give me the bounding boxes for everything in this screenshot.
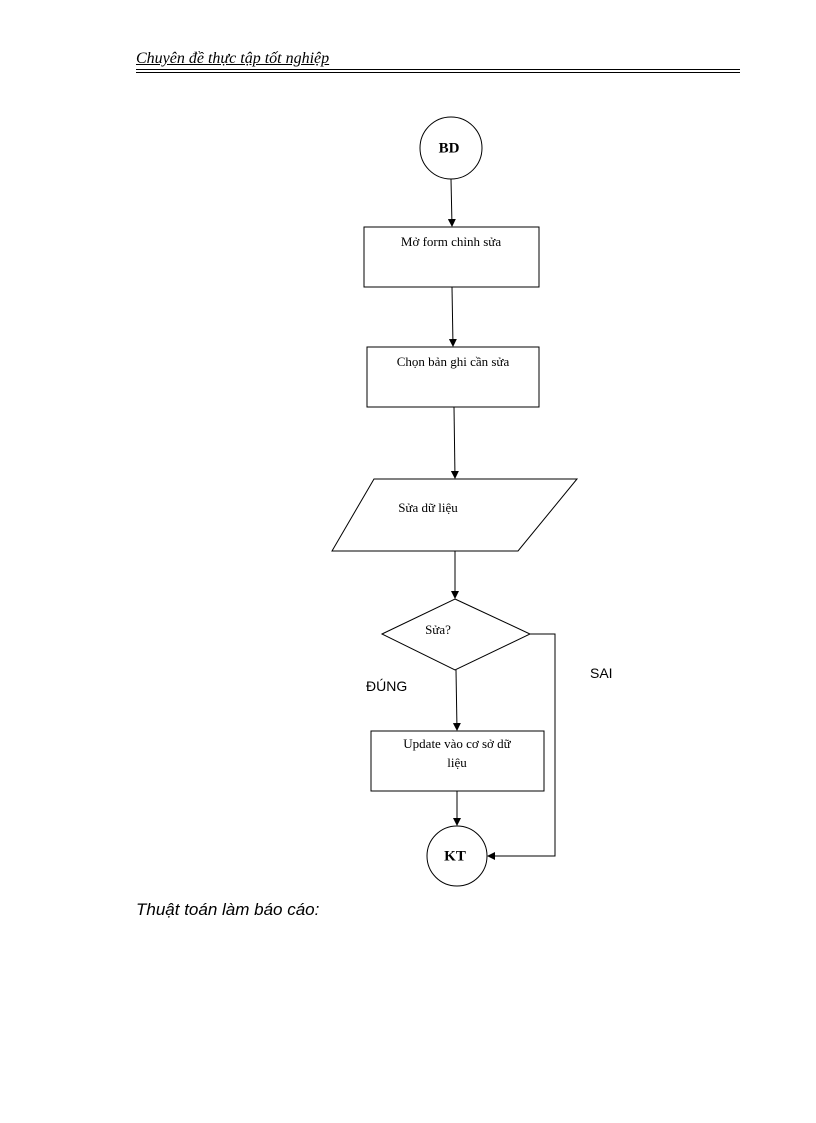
- end-node-label: KT: [444, 848, 466, 864]
- input-edit-data-label: Sửa dữ liệu: [398, 500, 458, 515]
- process-select-record-label: Chọn bản ghi cần sửa: [397, 354, 510, 369]
- process-update-database: [370, 730, 545, 792]
- end-node: [426, 825, 488, 887]
- header-rule-bottom: [136, 72, 740, 73]
- arrow-decision-no: [487, 633, 556, 860]
- process-open-edit-form-label: Mở form chỉnh sửa: [401, 234, 501, 249]
- process-open-edit-form: [363, 226, 540, 288]
- arrow-select-record-to-edit-data: [450, 406, 459, 479]
- header-rule-top: [136, 69, 740, 70]
- process-select-record: [366, 346, 540, 408]
- arrow-start-to-open-form: [447, 178, 456, 227]
- arrow-open-form-to-select-record: [448, 286, 457, 347]
- start-node-label: BD: [439, 140, 460, 156]
- no-branch-label: SAI: [590, 665, 613, 681]
- section-caption: Thuật toán làm báo cáo:: [136, 900, 320, 919]
- input-edit-data: [331, 478, 579, 552]
- process-update-database-label-line1: Update vào cơ sở dữ: [403, 736, 511, 751]
- decision-edit: [380, 598, 532, 671]
- process-update-database-label-line2: liệu: [447, 755, 467, 770]
- yes-branch-label: ĐÚNG: [366, 678, 407, 694]
- arrow-decision-yes: [452, 669, 461, 731]
- decision-edit-label: Sửa?: [425, 622, 451, 637]
- page-header-title: Chuyên đề thực tập tốt nghiệp: [136, 50, 330, 67]
